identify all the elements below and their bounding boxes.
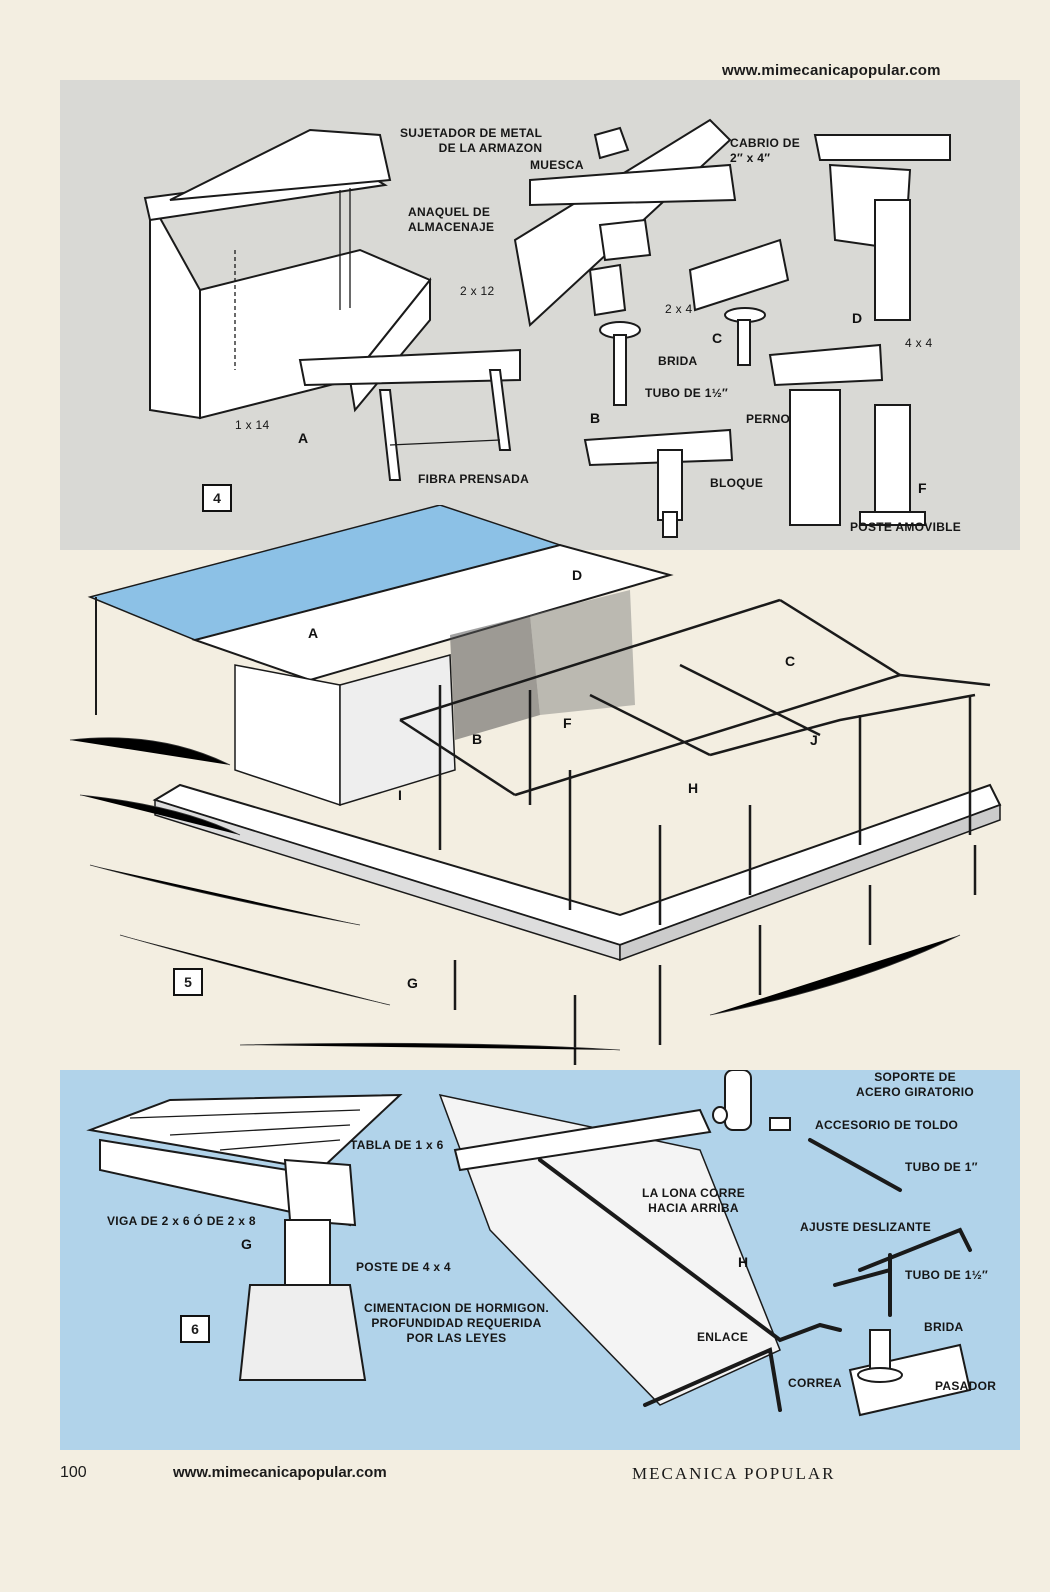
figure-number-4: 4	[202, 484, 232, 512]
label-bloque: BLOQUE	[710, 476, 764, 490]
label-lona: LA LONA CORRE HACIA ARRIBA	[642, 1186, 746, 1215]
label-1x14: 1 x 14	[235, 418, 270, 432]
fig5-letter-j: J	[810, 732, 818, 748]
label-pasador: PASADOR	[935, 1379, 997, 1393]
label-tubo1: TUBO DE 1″	[905, 1160, 978, 1174]
label-ajuste: AJUSTE DESLIZANTE	[800, 1220, 932, 1234]
label-perno: PERNO	[746, 412, 791, 426]
label-cabrio: CABRIO DE 2″ x 4″	[730, 136, 801, 165]
fig5-letter-i: I	[398, 787, 402, 803]
figure-6-panel: SOPORTE DE ACERO GIRATORIO ACCESORIO DE …	[60, 1070, 1020, 1450]
fig5-letter-c: C	[785, 653, 796, 669]
label-muesca: MUESCA	[530, 158, 584, 172]
figure-4-drawings	[143, 118, 951, 538]
letter-c: C	[712, 330, 723, 346]
label-2x4: 2 x 4	[665, 302, 693, 316]
figure-4-panel: SUJETADOR DE METAL DE LA ARMAZON CABRIO …	[60, 80, 1020, 550]
figure-number-6: 6	[180, 1315, 210, 1343]
fig6-letter-g: G	[241, 1236, 252, 1252]
fig5-letter-d: D	[572, 567, 583, 583]
label-tabla: TABLA DE 1 x 6	[350, 1138, 444, 1152]
fig6-letter-h: H	[738, 1254, 749, 1270]
label-enlace: ENLACE	[697, 1330, 749, 1344]
label-soporte: SOPORTE DE ACERO GIRATORIO	[856, 1070, 975, 1099]
label-anaquel: ANAQUEL DE ALMACENAJE	[408, 205, 495, 234]
letter-b: B	[590, 410, 601, 426]
figure-5-drawing	[69, 505, 1002, 1065]
letter-d: D	[852, 310, 863, 326]
fig5-letter-h: H	[688, 780, 699, 796]
figure-6-drawings	[86, 1070, 972, 1417]
post-detail-drawing	[768, 134, 951, 526]
fig5-letter-a: A	[308, 625, 319, 641]
label-poste: POSTE DE 4 x 4	[356, 1260, 451, 1274]
beam-junction-drawing	[513, 118, 790, 538]
magazine-name: MECANICA POPULAR	[632, 1464, 836, 1483]
label-sujetador: SUJETADOR DE METAL DE LA ARMAZON	[400, 126, 543, 155]
label-4x4: 4 x 4	[905, 336, 933, 350]
label-brida: BRIDA	[658, 354, 698, 368]
label-brida-6: BRIDA	[924, 1320, 964, 1334]
figure-5-panel: A B C D F G H I J 5	[60, 505, 1020, 1065]
figure-number-5: 5	[173, 968, 203, 996]
label-poste-amovible: POSTE AMOVIBLE	[850, 520, 962, 534]
letter-a: A	[298, 430, 309, 446]
letter-f: F	[918, 480, 927, 496]
label-correa: CORREA	[788, 1376, 842, 1390]
storage-shelf-drawing	[143, 128, 521, 481]
label-accesorio: ACCESORIO DE TOLDO	[815, 1118, 959, 1132]
fig5-letter-b: B	[472, 731, 483, 747]
label-cimentacion: CIMENTACION DE HORMIGON. PROFUNDIDAD REQ…	[364, 1301, 549, 1345]
label-viga: VIGA DE 2 x 6 Ó DE 2 x 8	[107, 1214, 256, 1228]
label-fibra: FIBRA PRENSADA	[418, 472, 530, 486]
label-tubo: TUBO DE 1½″	[645, 386, 729, 400]
label-tubo15: TUBO DE 1½″	[905, 1268, 989, 1282]
fig5-letter-g: G	[407, 975, 418, 991]
header-url[interactable]: www.mimecanicapopular.com	[722, 62, 941, 79]
footer-url[interactable]: www.mimecanicapopular.com	[173, 1464, 387, 1481]
page-number: 100	[60, 1464, 87, 1481]
fig5-letter-f: F	[563, 715, 572, 731]
label-2x12: 2 x 12	[460, 284, 495, 298]
